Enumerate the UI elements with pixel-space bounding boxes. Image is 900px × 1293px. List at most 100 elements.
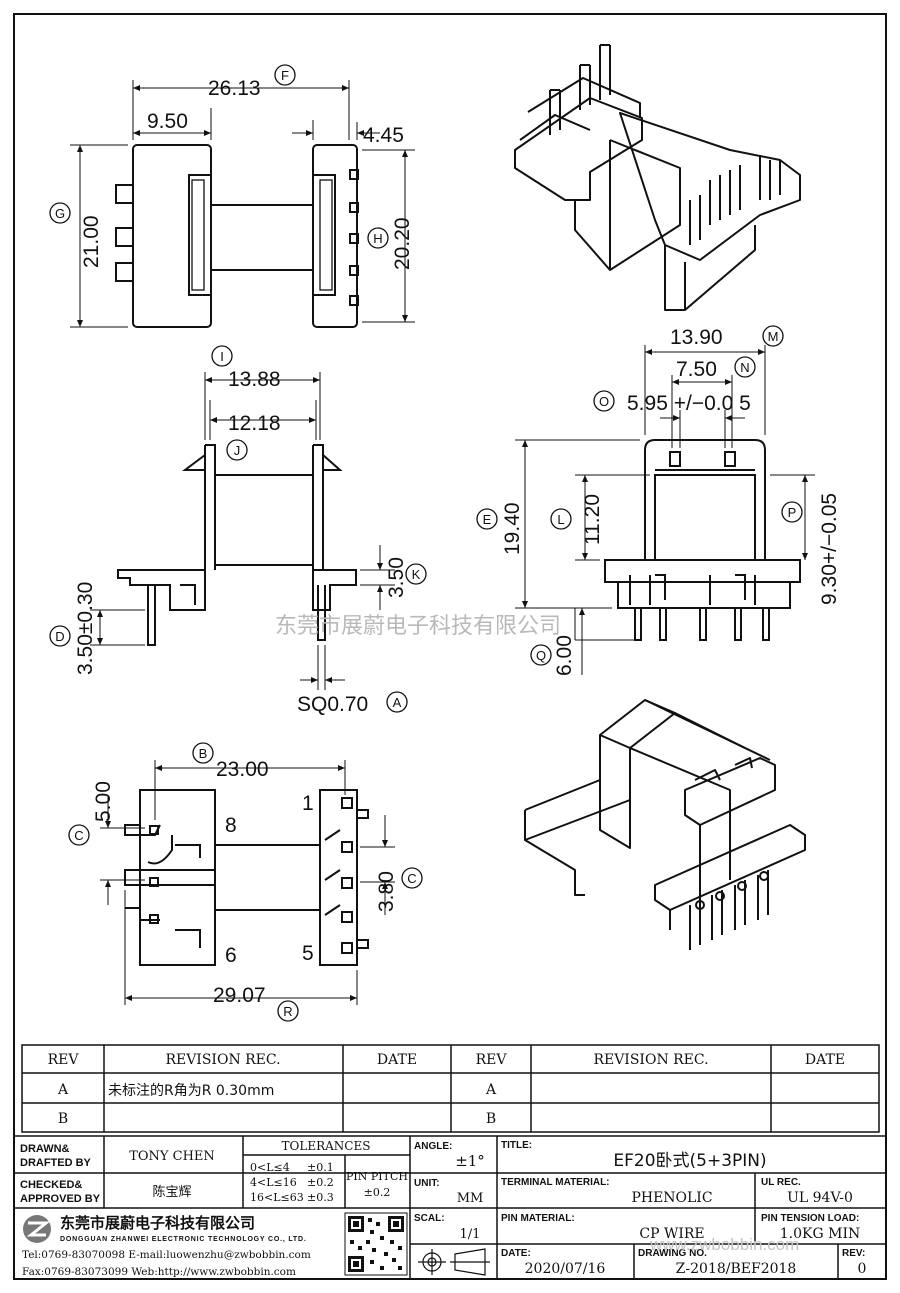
dim-29-07: 29.07 <box>213 984 266 1007</box>
dim-13-88: 13.88 <box>228 368 281 391</box>
tension-value: 1.0KG MIN <box>780 1226 860 1242</box>
dim-12-18: 12.18 <box>228 412 281 435</box>
company-name-en: DONGGUAN ZHANWEI ELECTRONIC TECHNOLOGY C… <box>60 1236 307 1243</box>
ul-label: UL REC. <box>761 1177 801 1188</box>
dim-5-95: 5.95 +/−0.0 5 <box>627 392 751 415</box>
callout-k: K <box>412 567 421 582</box>
view-bottom-dims <box>100 760 395 1005</box>
projection-symbol <box>418 1248 490 1276</box>
callout-p: P <box>788 505 797 520</box>
checked-label-2: APPROVED BY <box>20 1193 101 1205</box>
rev-rec-header-2: REVISION REC. <box>593 1052 708 1068</box>
callout-i: I <box>220 349 224 364</box>
company-name-cn: 东莞市展蔚电子科技有限公司 <box>60 1214 255 1232</box>
dim-4-45: 4.45 <box>363 124 404 147</box>
callout-d: D <box>55 629 64 644</box>
drawn-label-2: DRAFTED BY <box>20 1157 92 1169</box>
view-side-left-dims <box>90 372 395 690</box>
contact-fax-web: Fax:0769-83073099 Web:http://www.zwbobbi… <box>22 1266 296 1278</box>
pin-label-1: 1 <box>302 792 314 815</box>
dim-9-50: 9.50 <box>147 110 188 133</box>
dim-9-30: 9.30+/−0.05 <box>818 493 841 605</box>
dim-26-13: 26.13 <box>208 77 261 100</box>
view-side-left <box>117 444 357 646</box>
date-header-2: DATE <box>805 1052 845 1068</box>
dim-23-00: 23.00 <box>216 758 269 781</box>
rev-label: REV: <box>842 1248 865 1259</box>
title-block-text: DRAWN& DRAFTED BY TONY CHEN CHECKED& APP… <box>20 1139 866 1277</box>
callout-j: J <box>234 443 241 458</box>
pin-pitch-value: ±0.2 <box>364 1186 391 1199</box>
date-label: DATE: <box>501 1248 531 1259</box>
rev-row-b: B <box>58 1111 68 1127</box>
dim-19-40: 19.40 <box>501 502 524 555</box>
revision-table <box>21 1044 880 1133</box>
rev-value: 0 <box>858 1261 867 1277</box>
pin-label-6: 6 <box>225 944 237 967</box>
callout-e: E <box>483 512 492 527</box>
angle-label: ANGLE: <box>414 1141 452 1152</box>
isometric-view-bottom <box>524 699 806 950</box>
dim-7-50: 7.50 <box>676 358 717 381</box>
watermark-company: 东莞市展蔚电子科技有限公司 <box>275 614 561 639</box>
rev-header-2: REV <box>476 1052 508 1068</box>
dim-6-00: 6.00 <box>553 635 576 676</box>
isometric-view-top <box>514 44 801 311</box>
rev-rec-header-1: REVISION REC. <box>165 1052 280 1068</box>
pin-material-value: CP WIRE <box>639 1226 704 1242</box>
view-front-right-dims <box>515 345 815 675</box>
drawing-no-value: Z-2018/BEF2018 <box>676 1261 797 1277</box>
scale-label: SCAL: <box>414 1213 445 1224</box>
callout-letters: F G H I J K D A M N O E L P Q B C C R <box>55 68 796 1019</box>
scale-value: 1/1 <box>460 1227 481 1242</box>
pin-label-5: 5 <box>302 942 314 965</box>
callout-o: O <box>599 394 609 409</box>
rev-row-a-right: A <box>485 1082 497 1098</box>
angle-value: ±1° <box>455 1152 485 1170</box>
pin-material-label: PIN MATERIAL: <box>501 1213 575 1224</box>
unit-value: MM <box>457 1191 484 1206</box>
ul-value: UL 94V-0 <box>787 1190 853 1206</box>
callout-f: F <box>281 68 289 83</box>
pin-label-8: 8 <box>225 814 237 837</box>
callout-n: N <box>740 360 749 375</box>
drawn-label-1: DRAWN& <box>20 1143 70 1155</box>
tol-range-1: 0<L≤4 <box>250 1161 290 1174</box>
checked-value: 陈宝辉 <box>152 1184 191 1200</box>
tension-label: PIN TENSION LOAD: <box>761 1213 859 1224</box>
callout-l: L <box>557 512 564 527</box>
terminal-value: PHENOLIC <box>631 1190 712 1206</box>
callout-c-right: C <box>407 871 416 886</box>
rev-row-a: A <box>57 1082 69 1098</box>
callout-a: A <box>393 695 402 710</box>
revision-table-text: REV REVISION REC. DATE REV REVISION REC.… <box>48 1052 846 1127</box>
callout-c-left: C <box>74 828 83 843</box>
date-header-1: DATE <box>377 1052 417 1068</box>
view-front-top-dims <box>70 80 415 328</box>
view-bottom <box>124 789 369 966</box>
rev-row-b-right: B <box>486 1111 496 1127</box>
drawn-value: TONY CHEN <box>129 1149 215 1164</box>
dim-11-20: 11.20 <box>581 494 604 545</box>
pin-pitch-label: PIN PITCH <box>346 1170 408 1183</box>
callout-g: G <box>55 206 65 221</box>
tol-value-1: ±0.1 <box>307 1161 334 1174</box>
title-label: TITLE: <box>501 1140 532 1151</box>
dim-3-50: 3.50 <box>385 557 408 598</box>
rev-row-a-record: 未标注的R角为R 0.30mm <box>108 1083 274 1099</box>
title-block-grid <box>13 1135 887 1280</box>
company-logo <box>23 1215 51 1243</box>
tol-value-3: ±0.3 <box>307 1191 334 1204</box>
unit-label: UNIT: <box>414 1178 440 1189</box>
view-front-top <box>115 144 359 328</box>
contact-tel-email: Tel:0769-83070098 E-mail:luowenzhu@zwbob… <box>22 1249 311 1261</box>
dim-21-00: 21.00 <box>80 215 103 268</box>
date-value: 2020/07/16 <box>525 1261 606 1277</box>
qr-code <box>344 1212 408 1276</box>
dim-13-90: 13.90 <box>670 326 723 349</box>
site-watermark: www.zwbobbin.com <box>649 1235 799 1254</box>
dim-3-50-tol: 3.50±0.30 <box>74 582 97 675</box>
callout-h: H <box>373 231 382 246</box>
tol-range-2: 4<L≤16 <box>250 1176 297 1189</box>
callout-r: R <box>283 1004 292 1019</box>
